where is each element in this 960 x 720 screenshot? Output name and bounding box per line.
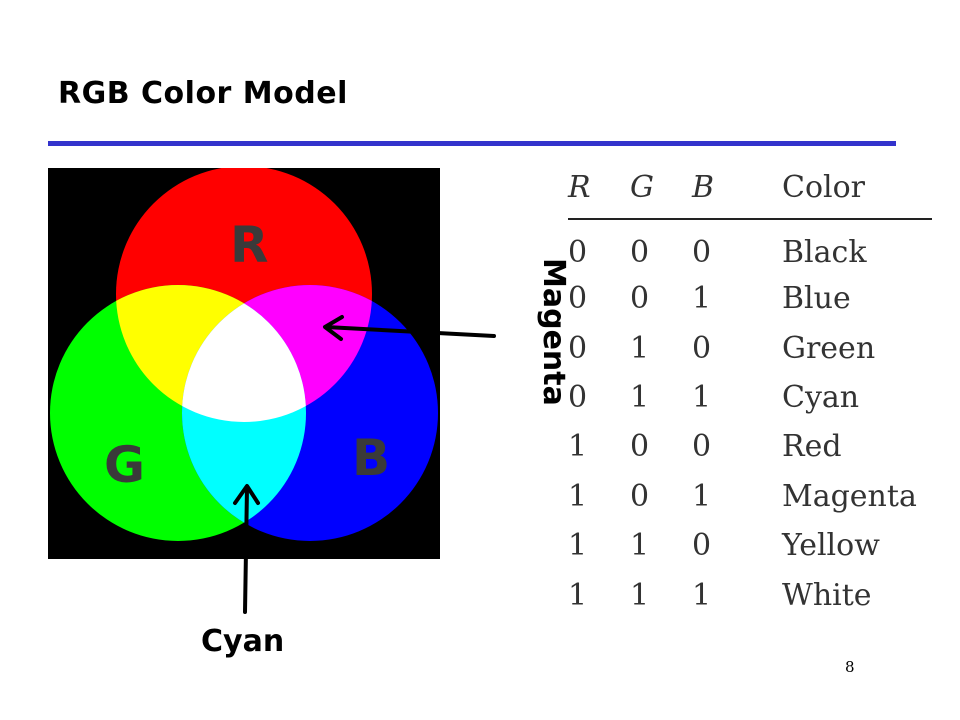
cell-r: 1 xyxy=(568,478,588,514)
header-b: B xyxy=(692,170,715,205)
cell-b: 1 xyxy=(692,379,712,415)
cell-b: 1 xyxy=(692,577,712,613)
venn-letter-r: R xyxy=(230,216,269,274)
page-number: 8 xyxy=(845,658,855,676)
cell-color: Magenta xyxy=(782,478,917,514)
cell-r: 0 xyxy=(568,234,588,270)
table-row: 1 0 1 Magenta xyxy=(568,472,932,521)
cell-r: 1 xyxy=(568,577,588,613)
cell-color: Blue xyxy=(782,281,851,317)
table-row: 0 1 1 Cyan xyxy=(568,373,932,422)
cell-color: Cyan xyxy=(782,379,860,415)
table-row: 0 0 0 Black xyxy=(568,219,932,274)
cyan-callout-label: Cyan xyxy=(201,624,285,659)
cell-g: 0 xyxy=(630,478,650,514)
cell-g: 0 xyxy=(630,234,650,270)
cell-g: 0 xyxy=(630,429,650,465)
cell-r: 1 xyxy=(568,528,588,564)
rgb-truth-table: R G B Color 0 0 0 Black 0 0 1 Blue 0 1 0… xyxy=(568,170,932,620)
cell-b: 0 xyxy=(692,528,712,564)
cell-b: 1 xyxy=(692,281,712,317)
cell-g: 1 xyxy=(630,330,650,366)
venn-letter-b: B xyxy=(352,429,391,487)
cell-r: 0 xyxy=(568,281,588,317)
cell-b: 0 xyxy=(692,234,712,270)
table-row: 0 0 1 Blue xyxy=(568,274,932,323)
table-row: 0 1 0 Green xyxy=(568,323,932,372)
cell-r: 0 xyxy=(568,330,588,366)
cell-r: 1 xyxy=(568,429,588,465)
cell-b: 0 xyxy=(692,429,712,465)
cell-g: 0 xyxy=(630,281,650,317)
table-header-row: R G B Color xyxy=(568,170,932,219)
cell-color: Black xyxy=(782,234,867,270)
header-g: G xyxy=(630,170,654,205)
magenta-callout-label: Magenta xyxy=(536,258,571,406)
cell-g: 1 xyxy=(630,528,650,564)
cell-color: Green xyxy=(782,330,876,366)
header-r: R xyxy=(568,170,591,205)
cell-color: White xyxy=(782,577,872,613)
cell-b: 0 xyxy=(692,330,712,366)
cell-g: 1 xyxy=(630,379,650,415)
cell-r: 0 xyxy=(568,379,588,415)
venn-svg xyxy=(48,168,440,559)
header-color: Color xyxy=(782,170,866,205)
cell-b: 1 xyxy=(692,478,712,514)
slide-title: RGB Color Model xyxy=(58,76,348,111)
white-overlap xyxy=(182,285,306,422)
table-row: 1 0 0 Red xyxy=(568,422,932,471)
table-row: 1 1 0 Yellow xyxy=(568,521,932,570)
cell-color: Yellow xyxy=(782,528,880,564)
cell-color: Red xyxy=(782,429,842,465)
rgb-venn-diagram: R G B xyxy=(48,168,440,559)
cell-g: 1 xyxy=(630,577,650,613)
title-underline xyxy=(48,141,896,146)
venn-letter-g: G xyxy=(104,436,146,494)
table-row: 1 1 1 White xyxy=(568,570,932,619)
